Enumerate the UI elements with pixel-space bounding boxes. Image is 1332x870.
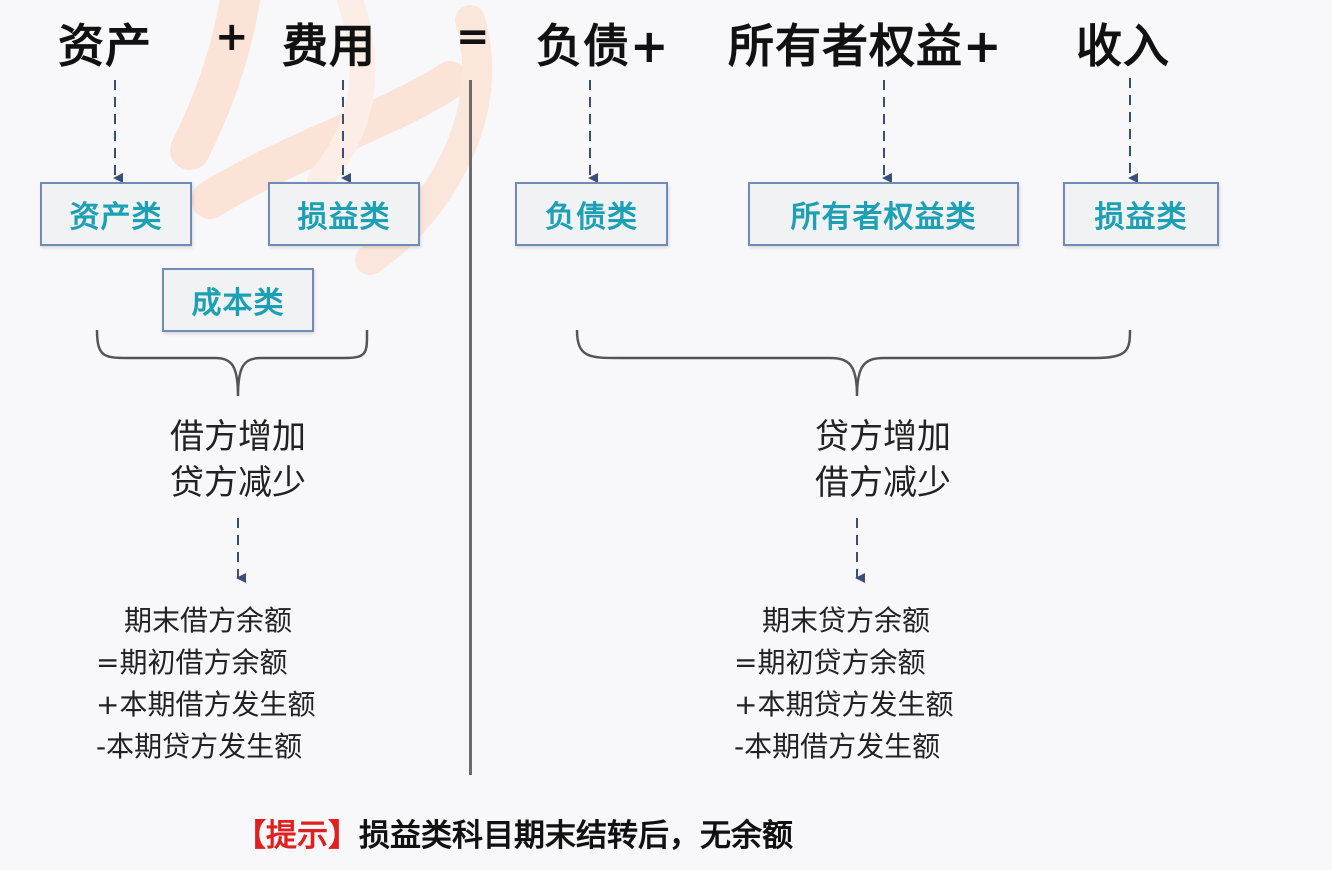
- balance-formula-right: 期末贷方余额 =期初贷方余额 +本期贷方发生额 -本期借方发生额: [734, 600, 953, 768]
- category-liabilities: 负债类: [515, 182, 668, 246]
- hint-tag: 【提示】: [235, 818, 359, 854]
- formula-right-line-3: +本期贷方发生额: [734, 688, 954, 721]
- rule-right-line-1: 贷方增加: [815, 417, 951, 457]
- category-cost: 成本类: [162, 268, 314, 332]
- formula-left-line-3: +本期借方发生额: [96, 688, 316, 721]
- formula-left-line-1: 期末借方余额: [124, 604, 293, 637]
- formula-right-line-2: =期初贷方余额: [734, 646, 926, 679]
- equation-term-expenses: 费用: [282, 19, 376, 73]
- hint-text: 损益类科目期末结转后，无余额: [359, 818, 793, 854]
- formula-left-line-2: =期初借方余额: [96, 646, 288, 679]
- brace-left: [95, 329, 369, 397]
- equation-term-owners-equity: 所有者权益+: [728, 19, 1003, 73]
- rule-left-line-1: 借方增加: [170, 417, 306, 457]
- brace-right: [575, 329, 1132, 397]
- category-assets: 资产类: [40, 182, 192, 246]
- balance-formula-left: 期末借方余额 =期初借方余额 +本期借方发生额 -本期贷方发生额: [96, 600, 315, 768]
- center-divider: [469, 80, 472, 775]
- rule-left-line-2: 贷方减少: [170, 463, 306, 503]
- category-owners-equity: 所有者权益类: [748, 182, 1019, 246]
- formula-left-line-4: -本期贷方发生额: [96, 730, 303, 763]
- formula-right-line-1: 期末贷方余额: [762, 604, 931, 637]
- equation-term-assets: 资产: [58, 19, 152, 73]
- rule-right: 贷方增加 借方减少: [783, 414, 983, 506]
- category-profit-loss-left: 损益类: [268, 182, 420, 246]
- hint-note: 【提示】损益类科目期末结转后，无余额: [235, 810, 793, 855]
- equation-plus: +: [215, 14, 249, 60]
- rule-right-line-2: 借方减少: [815, 463, 951, 503]
- formula-right-line-4: -本期借方发生额: [734, 730, 941, 763]
- equation-equals: =: [456, 14, 490, 60]
- category-profit-loss-right: 损益类: [1063, 182, 1219, 246]
- equation-term-revenue: 收入: [1076, 19, 1170, 73]
- equation-term-liabilities: 负债+: [536, 19, 670, 73]
- rule-left: 借方增加 贷方减少: [138, 414, 338, 506]
